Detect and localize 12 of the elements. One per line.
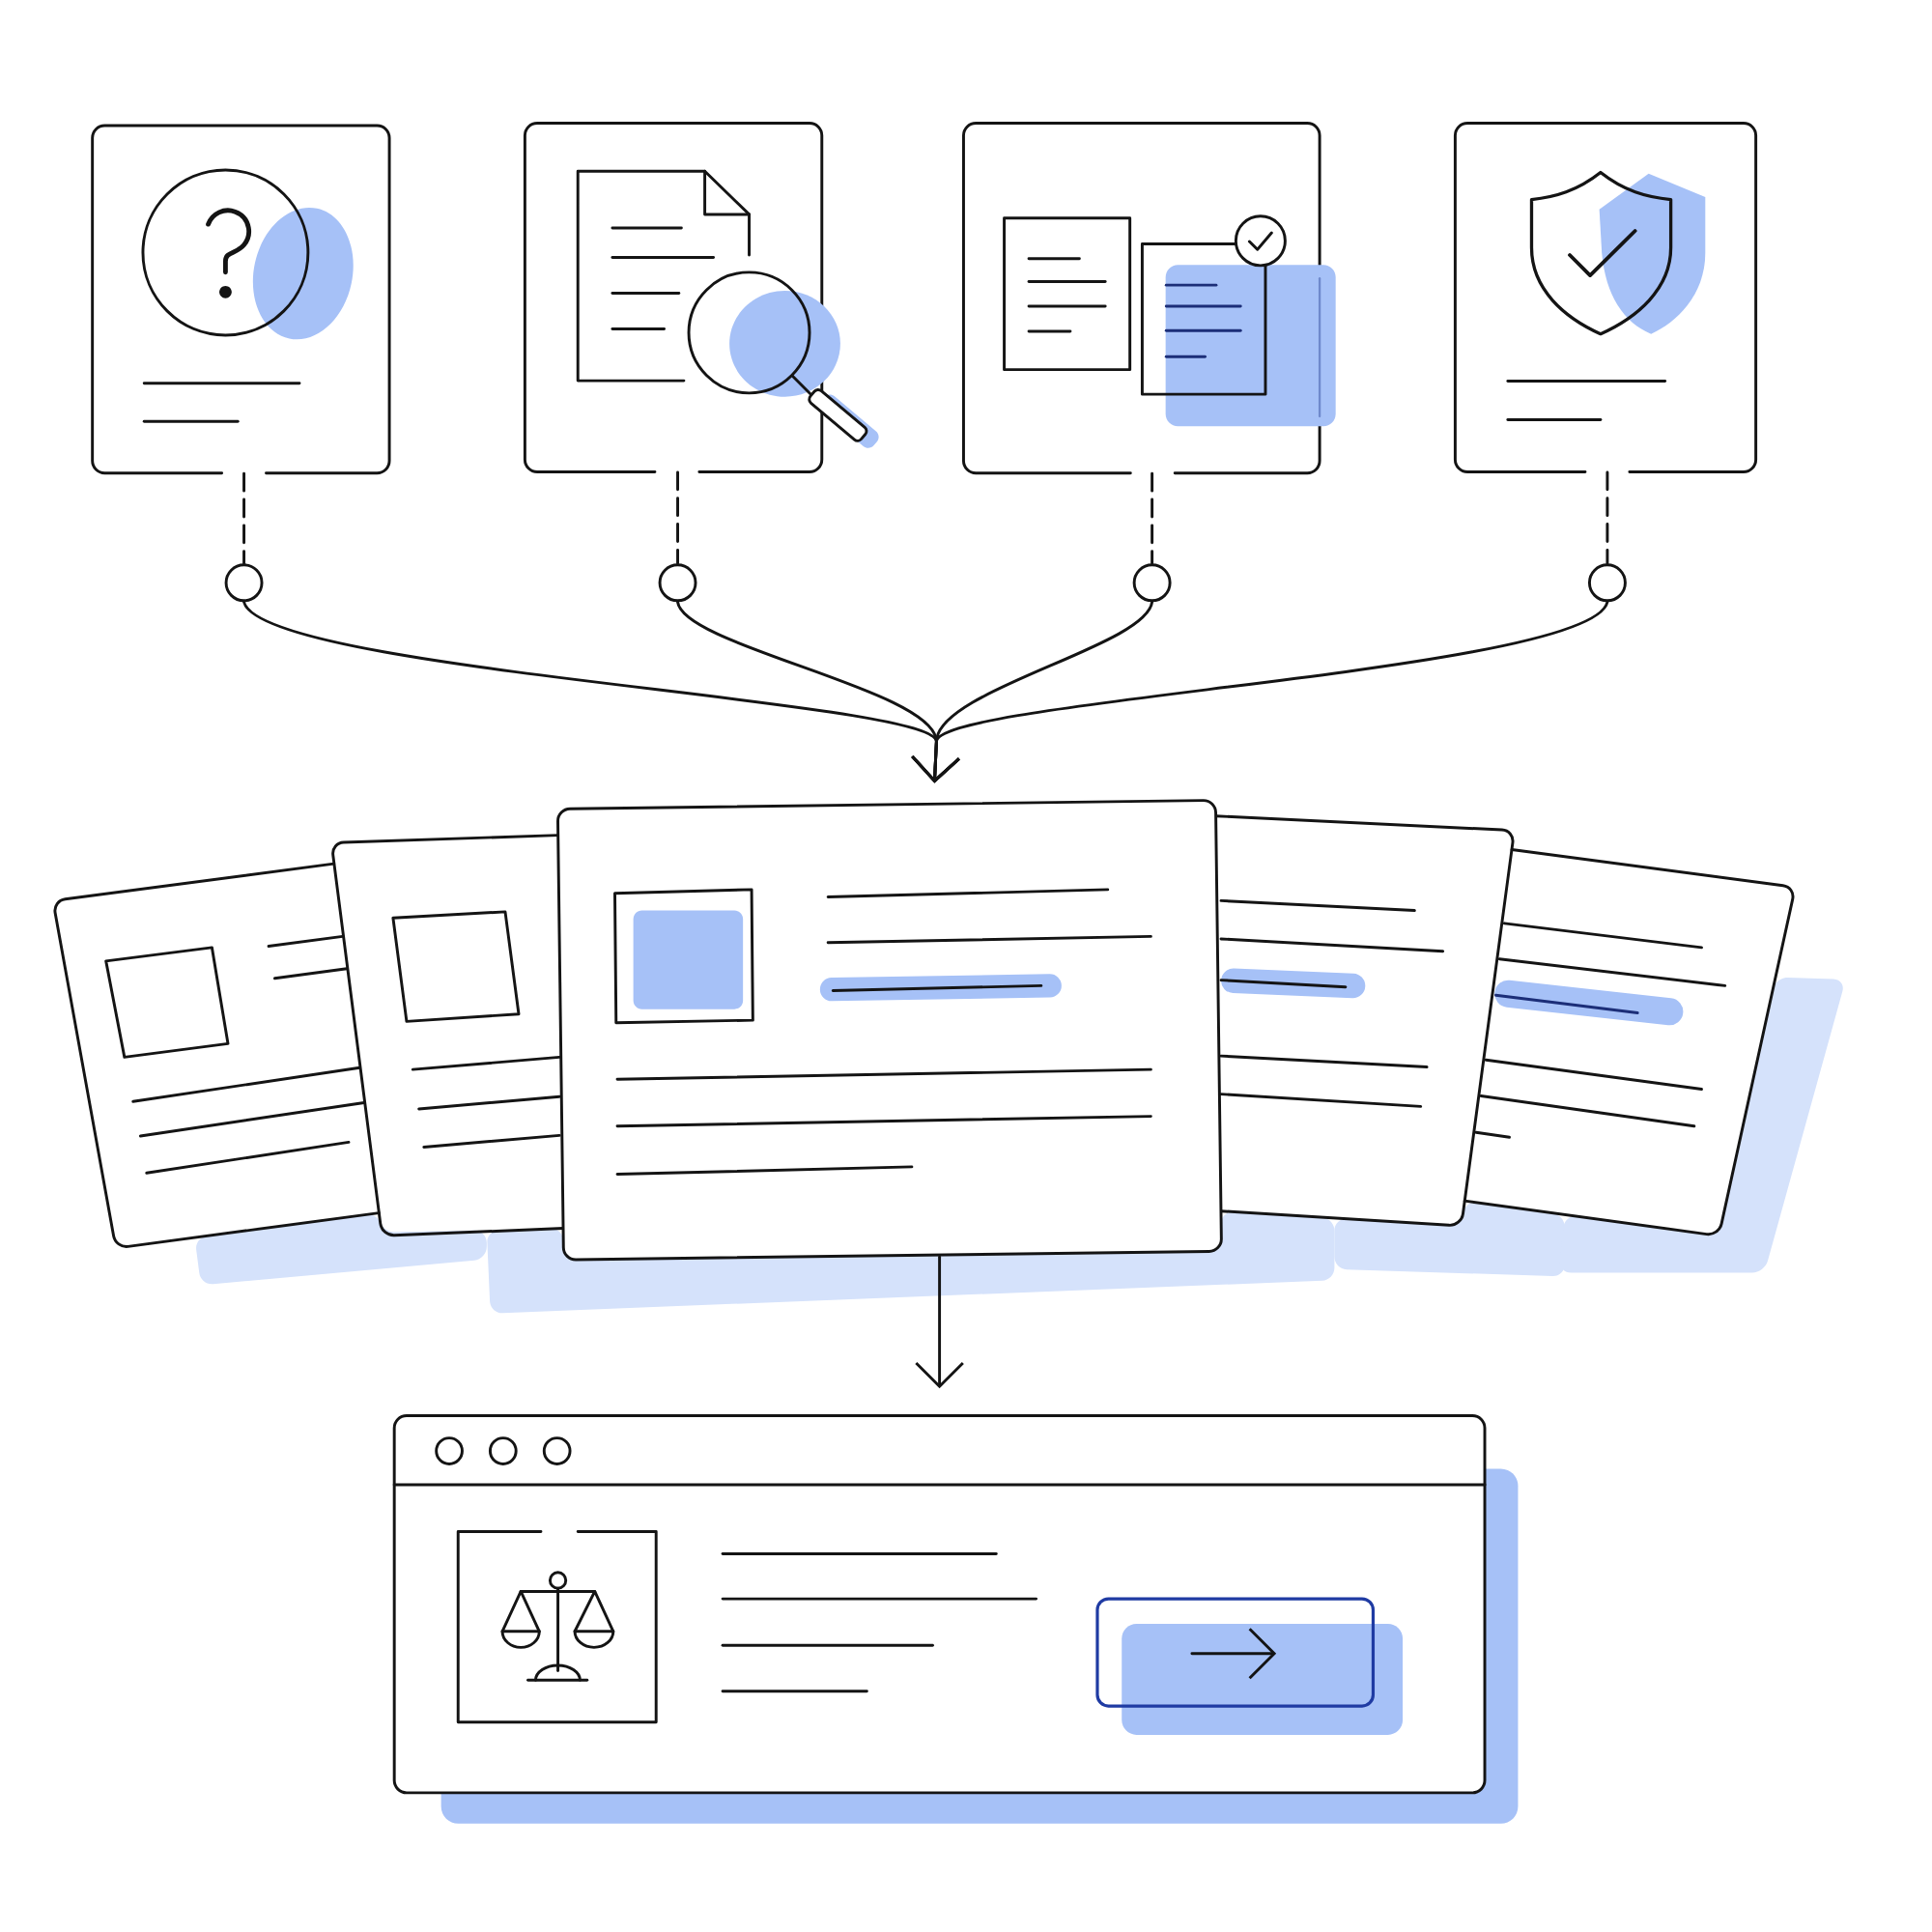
dashed-line xyxy=(242,471,246,565)
browser-window xyxy=(392,1414,1487,1795)
arrow xyxy=(915,1255,964,1389)
junction-circle xyxy=(1132,563,1172,603)
junction-circle xyxy=(658,563,697,603)
dashed-line xyxy=(1151,471,1154,565)
dashed-line xyxy=(1605,470,1609,565)
document-card xyxy=(556,799,1223,1262)
junction-circle xyxy=(1587,563,1627,603)
dashed-line xyxy=(676,470,679,565)
junction-circle xyxy=(224,563,264,603)
arrow xyxy=(911,600,1609,783)
